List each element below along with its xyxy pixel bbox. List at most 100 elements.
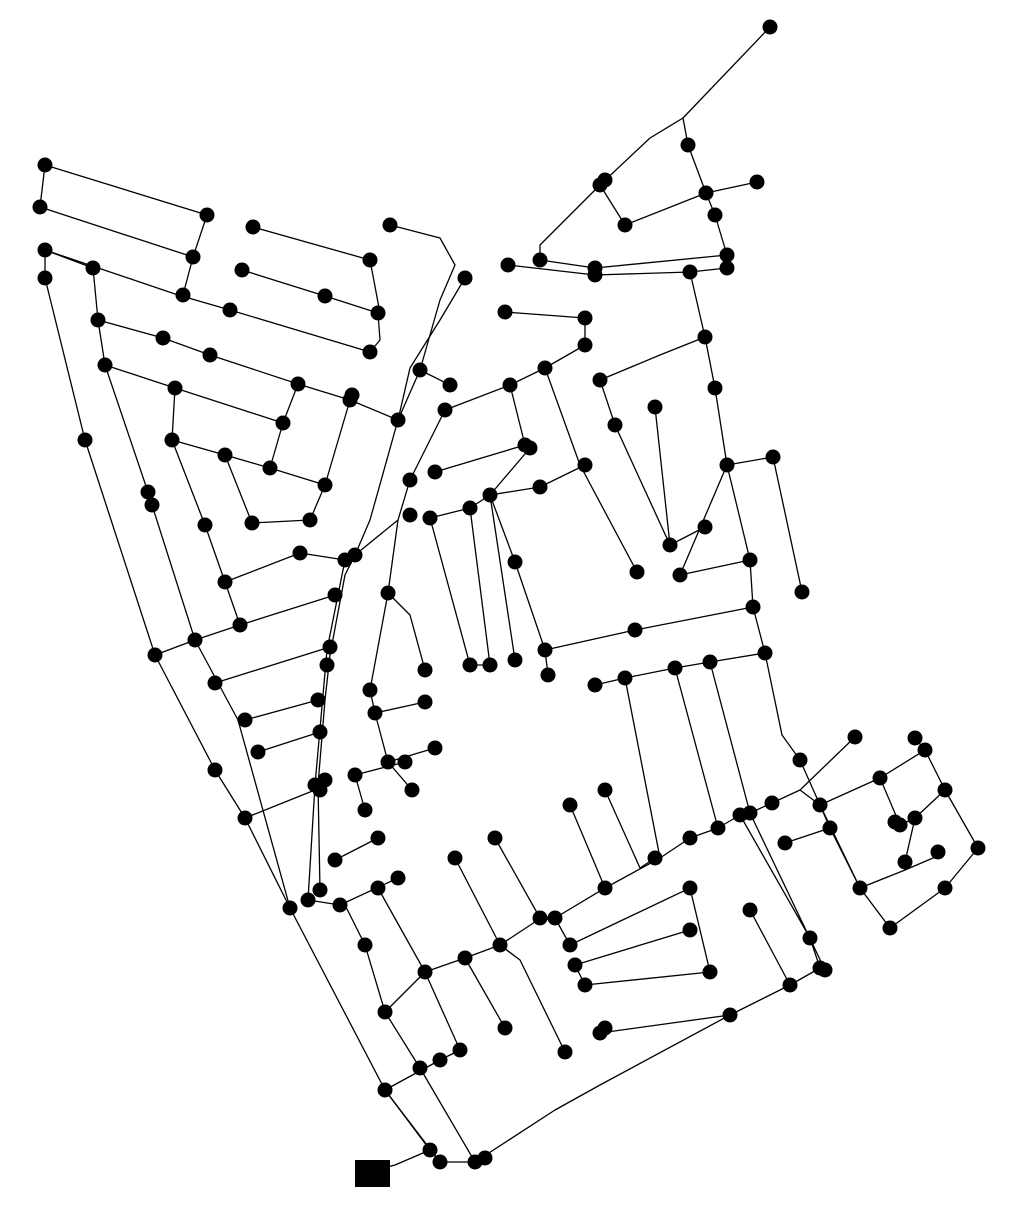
- junction-node: [482, 487, 498, 503]
- junction-node: [207, 675, 223, 691]
- junction-node: [617, 217, 633, 233]
- junction-node: [930, 844, 946, 860]
- junction-node: [577, 457, 593, 473]
- pipe-segment: [387, 747, 436, 763]
- pipe-segment: [244, 699, 319, 721]
- pipe-segment: [97, 319, 399, 421]
- junction-node: [522, 440, 538, 456]
- junction-node: [245, 219, 261, 235]
- junction-node: [397, 754, 413, 770]
- junction-node: [432, 1154, 448, 1170]
- junction-node: [537, 642, 553, 658]
- pipe-segment: [489, 494, 516, 661]
- junction-node: [370, 830, 386, 846]
- junction-node: [312, 882, 328, 898]
- junction-node: [442, 377, 458, 393]
- junction-node: [765, 449, 781, 465]
- pipe-segment: [171, 439, 241, 626]
- junction-node: [90, 312, 106, 328]
- junction-node: [597, 172, 613, 188]
- pipe-segment: [569, 887, 691, 946]
- junction-node: [812, 797, 828, 813]
- junction-node: [140, 484, 156, 500]
- pipe-segment: [489, 447, 586, 496]
- junction-node: [492, 937, 508, 953]
- junction-node: [592, 372, 608, 388]
- junction-node: [497, 304, 513, 320]
- junction-node: [682, 922, 698, 938]
- junction-node: [290, 376, 306, 392]
- junction-node: [719, 260, 735, 276]
- junction-node: [762, 19, 778, 35]
- junction-node: [197, 517, 213, 533]
- junction-node: [275, 415, 291, 431]
- pipe-segment: [689, 887, 711, 973]
- junction-node: [907, 730, 923, 746]
- pipe-segment: [599, 1014, 731, 1034]
- pipe-segment: [369, 311, 586, 791]
- junction-node: [370, 305, 386, 321]
- junction-node: [427, 740, 443, 756]
- pipe-segment: [374, 701, 426, 714]
- junction-node: [144, 497, 160, 513]
- pipe-segment: [574, 929, 691, 966]
- junction-node: [697, 329, 713, 345]
- pipe-segment: [419, 1067, 476, 1163]
- junction-node: [187, 632, 203, 648]
- junction-node: [887, 814, 903, 830]
- junction-node: [417, 964, 433, 980]
- pipe-segment: [726, 456, 803, 593]
- junction-node: [217, 574, 233, 590]
- junction-node: [672, 567, 688, 583]
- pipe-segment: [44, 249, 291, 909]
- junction-node: [402, 507, 418, 523]
- junction-node: [380, 585, 396, 601]
- junction-node: [722, 1007, 738, 1023]
- junction-node: [970, 840, 986, 856]
- junction-node: [390, 870, 406, 886]
- junction-node: [697, 519, 713, 535]
- junction-node: [390, 412, 406, 428]
- pipe-segment: [749, 909, 791, 986]
- junction-node: [817, 962, 833, 978]
- junction-node: [497, 1020, 513, 1036]
- pipe-segment: [904, 817, 916, 863]
- pipe-segment: [354, 519, 399, 556]
- reservoir-icon: [355, 1160, 390, 1187]
- junction-node: [262, 460, 278, 476]
- pipe-segment: [194, 594, 336, 641]
- junction-node: [487, 830, 503, 846]
- junction-node: [327, 587, 343, 603]
- junction-node: [437, 402, 453, 418]
- junction-node: [707, 207, 723, 223]
- junction-node: [310, 692, 326, 708]
- pipe-segment: [244, 787, 321, 819]
- pipe-segment: [389, 224, 456, 421]
- junction-node: [462, 500, 478, 516]
- pipe-segment: [539, 117, 684, 260]
- pipe-segment: [377, 887, 461, 1163]
- pipe-segment: [387, 592, 426, 671]
- junction-node: [745, 599, 761, 615]
- junction-node: [764, 795, 780, 811]
- junction-node: [362, 682, 378, 698]
- pipe-segment: [494, 837, 541, 919]
- junction-node: [507, 652, 523, 668]
- junction-node: [702, 964, 718, 980]
- junction-node: [577, 337, 593, 353]
- pipe-segment: [682, 26, 771, 256]
- junction-node: [300, 892, 316, 908]
- pipe-segment: [214, 646, 331, 684]
- junction-node: [377, 1082, 393, 1098]
- pipe-segment: [454, 857, 661, 946]
- junction-node: [217, 447, 233, 463]
- junction-node: [422, 510, 438, 526]
- junction-node: [367, 705, 383, 721]
- junction-node: [250, 744, 266, 760]
- junction-node: [317, 772, 333, 788]
- junction-node: [319, 657, 335, 673]
- pipe-segment: [241, 269, 381, 353]
- pipe-segment: [599, 181, 758, 226]
